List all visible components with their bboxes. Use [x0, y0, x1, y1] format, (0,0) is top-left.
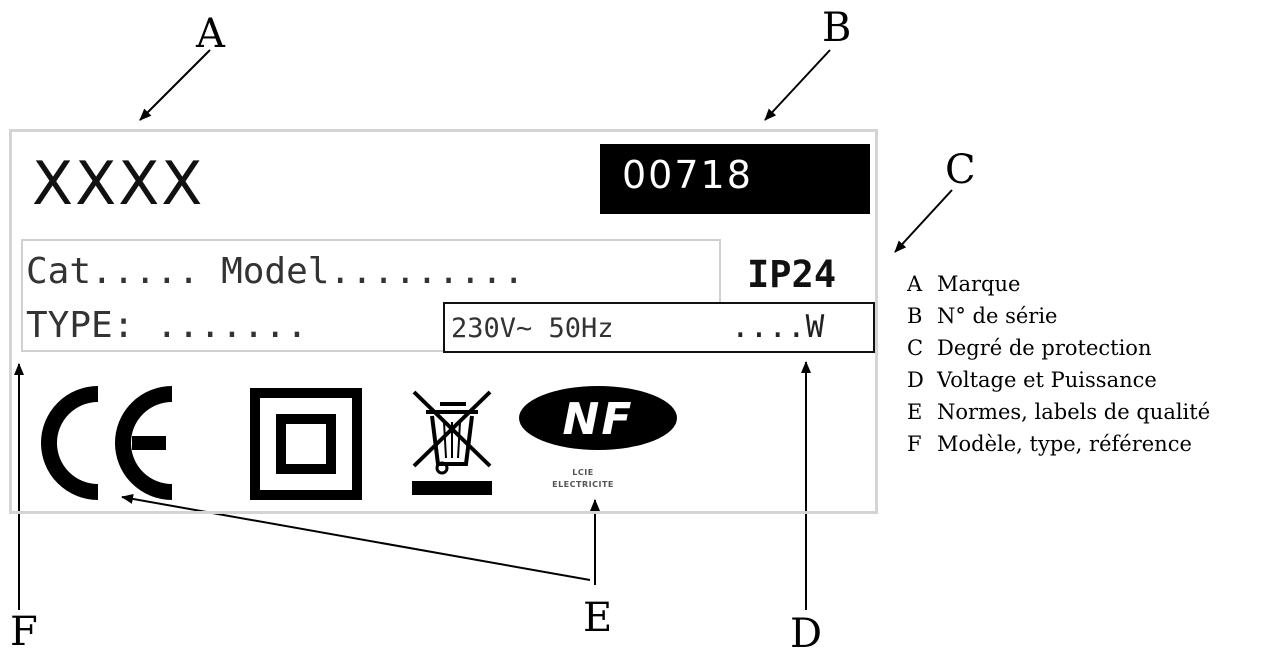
legend-key: C [907, 336, 924, 360]
type-text: TYPE: ....... [26, 305, 308, 346]
serial-number: 00718 [622, 153, 753, 197]
legend-item: B N° de série [907, 302, 1057, 330]
callout-f: F [10, 609, 38, 655]
voltage-text: 230V~ 50Hz [451, 313, 614, 344]
nf-lcie-line: LCIE [572, 468, 594, 477]
legend-text: N° de série [937, 304, 1058, 328]
legend-item: A Marque [907, 270, 1020, 298]
legend-key: A [907, 272, 923, 296]
arrow-a [139, 49, 211, 121]
legend-item: F Modèle, type, référence [907, 430, 1192, 458]
arrow-c [894, 189, 953, 253]
legend-text: Voltage et Puissance [937, 368, 1157, 392]
arrow-e-ce [121, 493, 591, 581]
legend-key: B [907, 304, 923, 328]
legend-item: E Normes, labels de qualité [907, 398, 1210, 426]
nf-electricite-line: ELECTRICITE [552, 480, 614, 489]
model-type-frame [21, 239, 721, 352]
power-text: ....W [731, 309, 825, 345]
nf-mark-icon: NF [519, 386, 677, 450]
callout-c: C [945, 147, 976, 193]
serial-number-box: 00718 [600, 144, 870, 214]
callout-a: A [196, 11, 225, 57]
weee-crossed-bin-icon [412, 390, 492, 495]
cat-model-text: Cat..... Model......... [26, 251, 525, 292]
class-ii-double-insulation-icon [250, 388, 362, 500]
legend-item: C Degré de protection [907, 334, 1151, 362]
nf-mark-letters: NF [563, 394, 634, 445]
ip-rating: IP24 [747, 253, 837, 296]
legend-text: Marque [937, 272, 1021, 296]
legend-key: F [907, 432, 922, 456]
callout-e: E [583, 595, 613, 641]
brand-name: XXXX [32, 149, 205, 219]
ce-mark-icon [41, 386, 173, 500]
callout-b: B [822, 5, 852, 51]
legend-text: Normes, labels de qualité [937, 400, 1211, 424]
voltage-power-frame: 230V~ 50Hz ....W [443, 302, 875, 353]
rating-plate: XXXX 00718 Cat..... Model......... IP24 … [9, 129, 878, 514]
legend-text: Modèle, type, référence [937, 432, 1192, 456]
legend-key: D [907, 368, 924, 392]
legend-key: E [907, 400, 923, 424]
arrow-b [764, 49, 831, 121]
legend-text: Degré de protection [937, 336, 1152, 360]
legend-item: D Voltage et Puissance [907, 366, 1157, 394]
callout-d: D [790, 611, 823, 657]
